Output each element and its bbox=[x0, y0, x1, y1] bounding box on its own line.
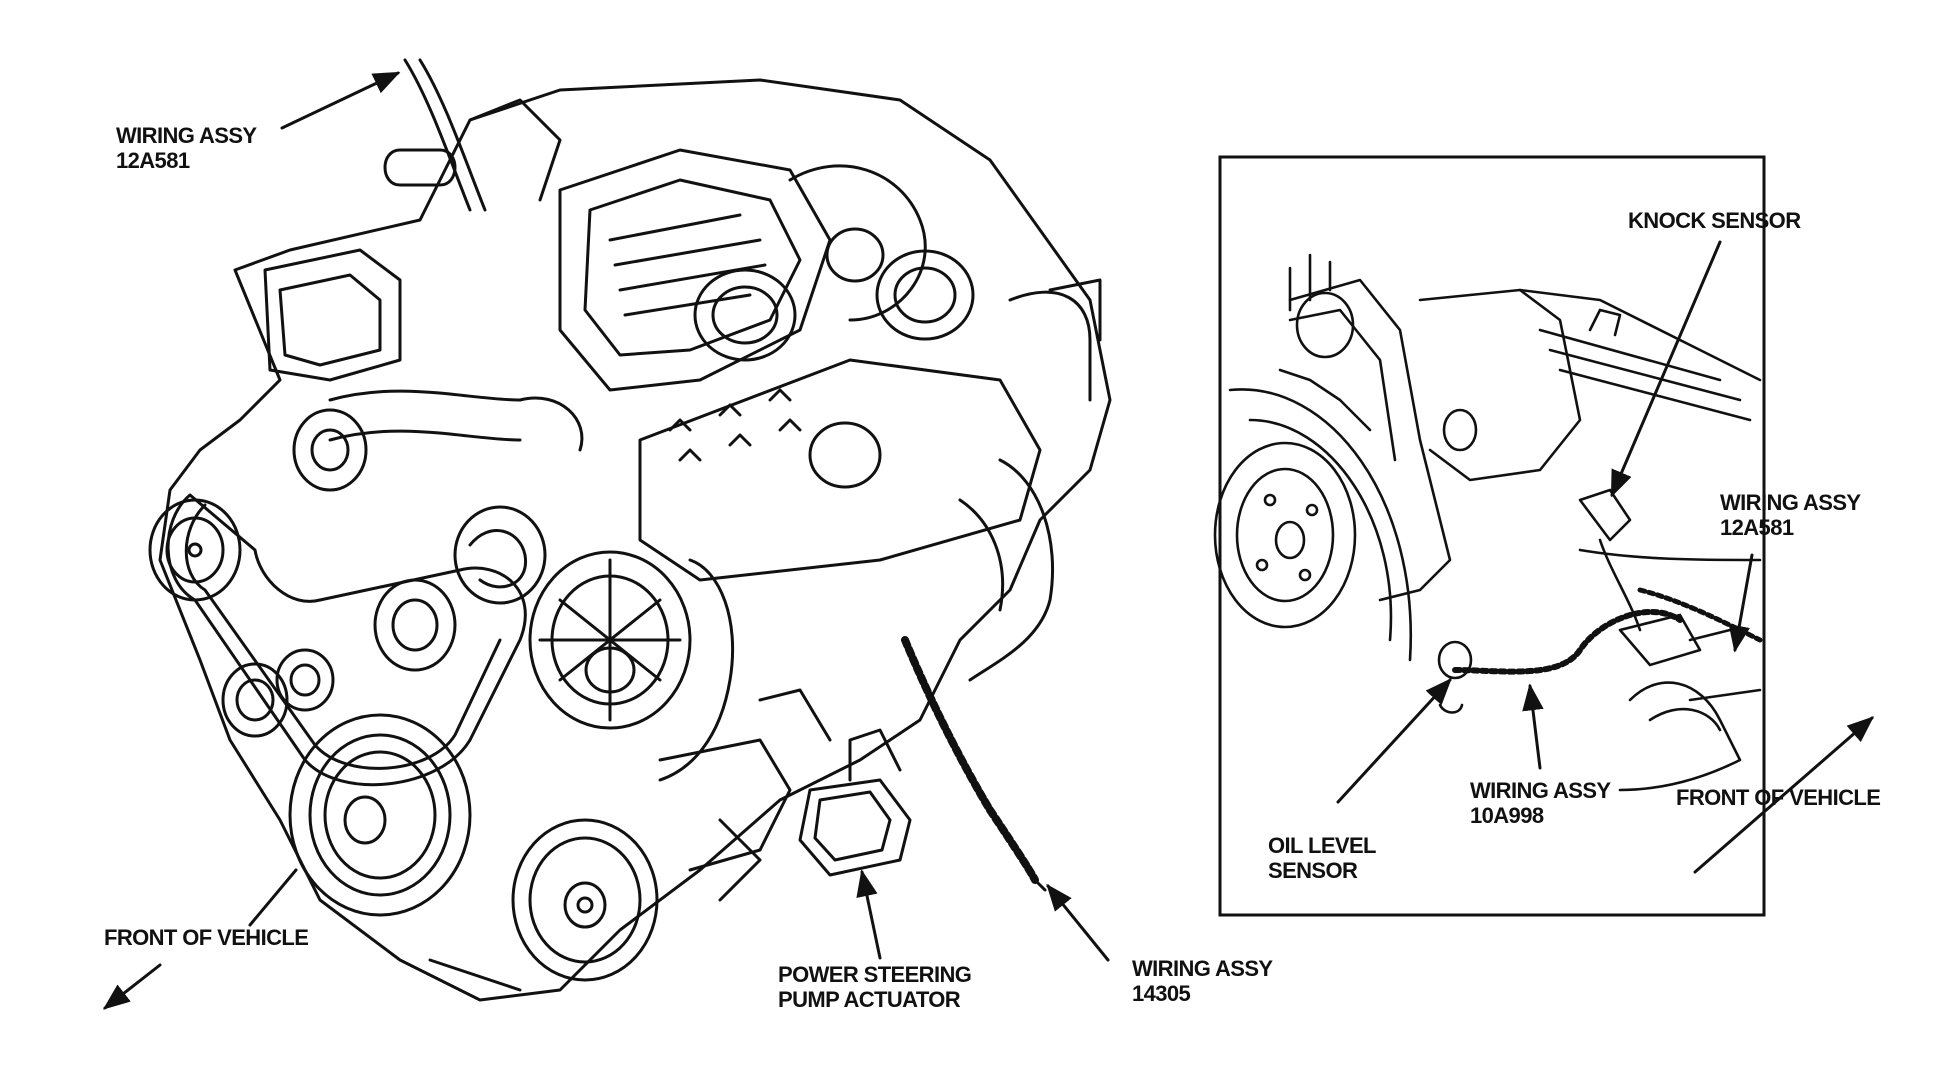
label-inset-front-of-vehicle: FRONT OF VEHICLE bbox=[1676, 785, 1881, 810]
label-line: PUMP ACTUATOR bbox=[778, 987, 961, 1012]
label-line: 10A998 bbox=[1470, 803, 1544, 828]
label-oil-level-sensor: OIL LEVEL SENSOR bbox=[1268, 833, 1376, 883]
label-line: SENSOR bbox=[1268, 858, 1358, 883]
arrow-inset-wiring-10a998 bbox=[1522, 683, 1544, 770]
inset-frame bbox=[1218, 155, 1766, 917]
arrow-inset-wiring-12a581 bbox=[1728, 553, 1754, 653]
label-line: 12A581 bbox=[1720, 515, 1794, 540]
arrow-main-wiring-12a581 bbox=[280, 71, 401, 130]
label-inset-wiring-12a581: WIRING ASSY 12A581 bbox=[1720, 490, 1861, 540]
label-line: 12A581 bbox=[116, 148, 190, 173]
label-line: 14305 bbox=[1132, 981, 1191, 1006]
arrow-main-front-of-vehicle-upper bbox=[248, 868, 298, 927]
label-line: OIL LEVEL bbox=[1268, 833, 1376, 858]
label-line: KNOCK SENSOR bbox=[1628, 208, 1801, 233]
label-line: WIRING ASSY bbox=[1132, 956, 1273, 981]
label-main-front-of-vehicle: FRONT OF VEHICLE bbox=[104, 925, 309, 950]
arrow-ps-pump-actuator bbox=[856, 869, 882, 960]
arrow-knock-sensor bbox=[1610, 240, 1722, 498]
label-line: WIRING ASSY bbox=[1720, 490, 1861, 515]
engine-illustration bbox=[148, 58, 1112, 1002]
label-ps-pump-actuator: POWER STEERING PUMP ACTUATOR bbox=[778, 962, 972, 1012]
label-line: POWER STEERING bbox=[778, 962, 972, 987]
arrow-main-front-of-vehicle bbox=[102, 963, 162, 1010]
arrow-inset-front-of-vehicle bbox=[1693, 716, 1875, 874]
label-knock-sensor: KNOCK SENSOR bbox=[1628, 208, 1801, 233]
label-main-wiring-12a581: WIRING ASSY 12A581 bbox=[116, 123, 257, 173]
arrow-oil-level-sensor bbox=[1336, 678, 1452, 804]
label-main-wiring-14305: WIRING ASSY 14305 bbox=[1132, 956, 1273, 1006]
label-line: WIRING ASSY bbox=[1470, 778, 1611, 803]
label-line: FRONT OF VEHICLE bbox=[1676, 785, 1881, 810]
callout-arrows bbox=[102, 71, 1875, 1010]
label-inset-wiring-10a998: WIRING ASSY 10A998 bbox=[1470, 778, 1611, 828]
label-line: WIRING ASSY bbox=[116, 123, 257, 148]
inset-illustration bbox=[1213, 253, 1763, 792]
arrow-main-wiring-14305 bbox=[1046, 883, 1110, 962]
label-line: FRONT OF VEHICLE bbox=[104, 925, 309, 950]
